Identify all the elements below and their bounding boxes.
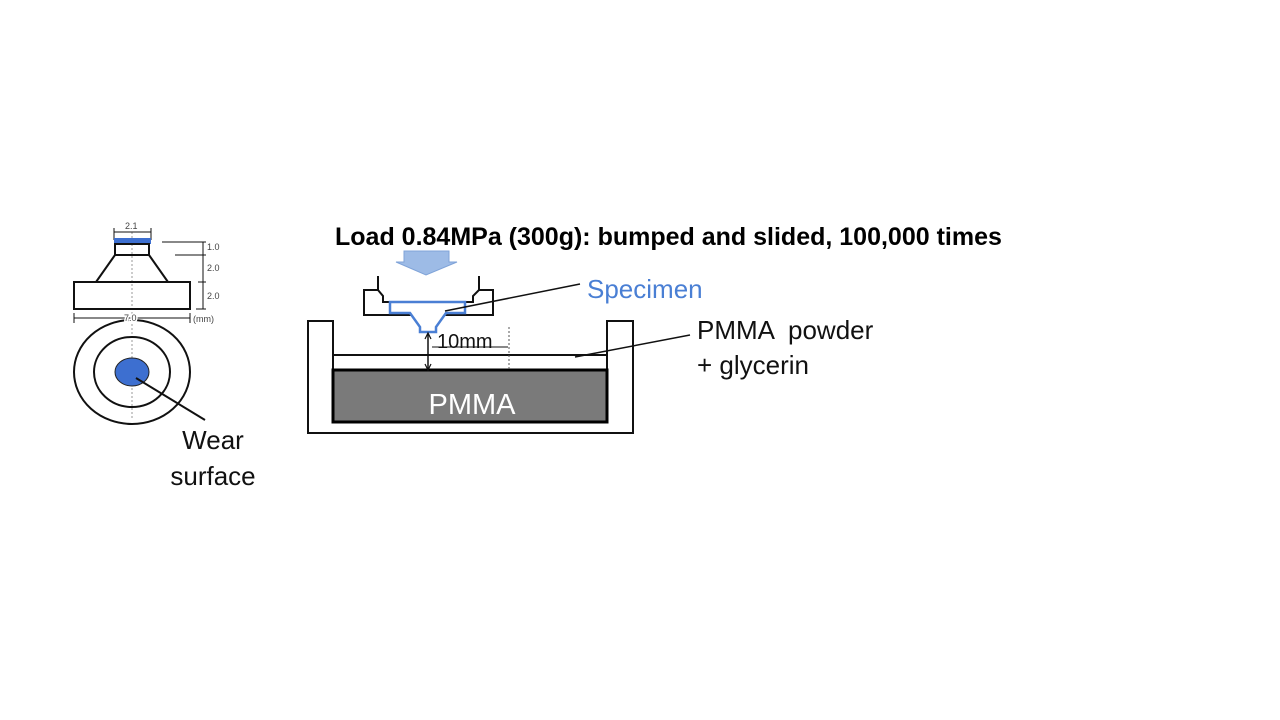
wear-label-line2: surface (170, 461, 255, 491)
specimen-label: Specimen (587, 274, 703, 304)
distance-label: 10mm (437, 331, 493, 353)
height-label-1: 1.0 (207, 242, 220, 252)
base-width-label: 7.0 (124, 313, 137, 323)
medium-label-line1: PMMA powder (697, 315, 874, 345)
middle-circle (93, 336, 171, 408)
top-width-label: 2.1 (125, 221, 138, 231)
wear-surface-circle (114, 357, 150, 387)
neck (114, 243, 150, 256)
medium-leader-line (574, 334, 691, 358)
title: Load 0.84MPa (300g): bumped and slided, … (335, 223, 1002, 251)
wear-leader-line (135, 377, 206, 421)
pmma-block (331, 368, 609, 424)
wear-label-line1: Wear (182, 425, 244, 455)
outer-circle (73, 319, 191, 425)
height-label-3: 2.0 (207, 291, 220, 301)
load-arrow-icon (395, 250, 458, 276)
specimen-leader-line (444, 283, 581, 312)
height-label-2: 2.0 (207, 263, 220, 273)
medium-label-line2: + glycerin (697, 350, 809, 380)
base (73, 281, 191, 310)
pmma-block-label: PMMA (429, 389, 517, 421)
specimen-shape (388, 300, 467, 334)
wear-surface-top (114, 238, 151, 244)
taper (95, 254, 169, 283)
specimen-technical-drawing (73, 228, 206, 425)
unit-label: (mm) (193, 314, 214, 324)
